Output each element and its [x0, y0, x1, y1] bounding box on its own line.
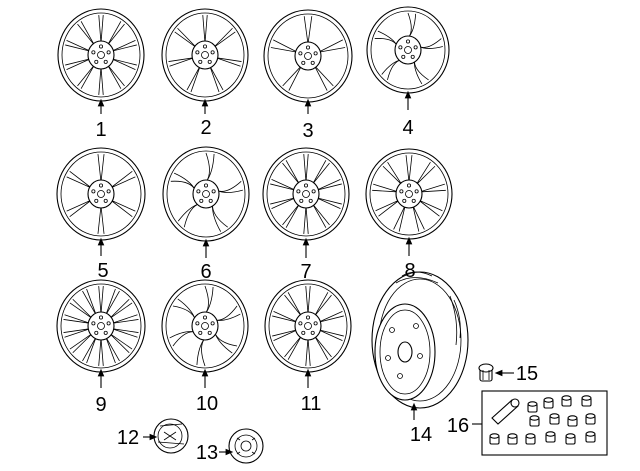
lug-nut-icon	[545, 431, 556, 443]
callout-9: 9	[95, 394, 106, 416]
callout-2: 2	[200, 117, 211, 139]
spare-tire-icon[interactable]	[371, 271, 469, 409]
wheel-lock-key-icon	[491, 398, 520, 425]
callout-12: 12	[117, 427, 139, 449]
lug-nut-icon	[585, 431, 596, 443]
lug-nut-icon	[489, 433, 500, 445]
wheel-icon[interactable]	[365, 148, 453, 240]
wheel-icon[interactable]	[161, 279, 249, 373]
callout-13: 13	[196, 442, 218, 464]
wheel-icon[interactable]	[263, 9, 353, 103]
callout-11: 11	[301, 393, 322, 415]
callout-5: 5	[97, 260, 108, 282]
lug-nut-icon	[585, 413, 596, 425]
callout-1: 1	[95, 119, 106, 141]
wheel-icon[interactable]	[162, 146, 250, 242]
lug-nut-icon[interactable]	[478, 363, 494, 382]
wheel-icon[interactable]	[57, 8, 145, 102]
lug-nut-icon	[543, 397, 554, 409]
callout-8: 8	[404, 260, 415, 282]
lug-nut-icon	[561, 395, 572, 407]
center-cap-icon[interactable]	[153, 418, 189, 454]
callout-labels: 1 2 3 4 5 6 7 8 9 10 11 12 13 14 15 16	[95, 117, 538, 464]
callout-6: 6	[200, 261, 211, 283]
leader-lines	[97, 90, 514, 456]
lug-nut-icon	[549, 413, 560, 425]
callout-7: 7	[300, 261, 311, 283]
callout-4: 4	[402, 117, 413, 139]
lug-nut-icon	[565, 433, 576, 445]
callout-10: 10	[196, 393, 218, 415]
lug-nut-icon	[527, 401, 538, 413]
wheel-icon[interactable]	[56, 279, 146, 373]
wheel-icon[interactable]	[264, 279, 352, 373]
lug-nut-icon	[525, 433, 536, 445]
wheel-icon[interactable]	[56, 147, 146, 241]
wheel-icon[interactable]	[366, 6, 450, 94]
lug-nut-kit-icon[interactable]	[481, 390, 608, 456]
callout-16: 16	[447, 415, 469, 437]
lug-nut-icon	[581, 395, 592, 407]
lug-nut-icon	[567, 415, 578, 427]
wheel-icon[interactable]	[262, 147, 350, 241]
wheel-icon[interactable]	[161, 8, 249, 102]
lug-nut-icon	[529, 415, 540, 427]
callout-3: 3	[302, 120, 313, 142]
center-cap-icon[interactable]	[228, 428, 264, 464]
callout-14: 14	[410, 424, 432, 446]
callout-15: 15	[516, 363, 538, 385]
lug-nut-icon	[507, 433, 518, 445]
